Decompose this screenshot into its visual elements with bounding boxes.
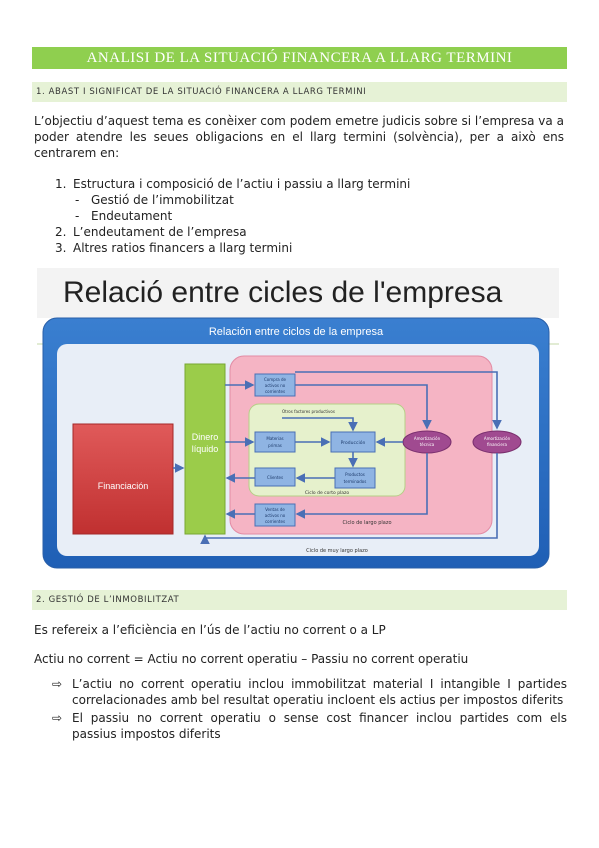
muy-largo-label: Ciclo de muy largo plazo	[306, 548, 368, 554]
financiacion-label: Financiación	[98, 481, 149, 491]
materias-box	[254, 431, 296, 453]
svg-text:Ventas de: Ventas de	[265, 507, 285, 512]
svg-text:Amortización: Amortización	[414, 436, 441, 441]
arrow-icon: ⇨	[52, 711, 63, 725]
svg-text:Clientes: Clientes	[267, 475, 283, 480]
svg-text:Productos: Productos	[345, 472, 365, 477]
bullet-operatiu-actiu: ⇨ L’actiu no corrent operatiu inclou imm…	[52, 677, 567, 707]
inner-title: Relación entre ciclos de la empresa	[209, 326, 384, 338]
largo-label: Ciclo de largo plazo	[342, 520, 391, 526]
svg-text:activos no: activos no	[265, 513, 286, 518]
svg-text:primas: primas	[268, 443, 282, 448]
dinero-label-1: Dinero	[192, 432, 219, 442]
dinero-label-2: líquido	[192, 444, 219, 454]
svg-text:Producción: Producción	[341, 439, 366, 446]
svg-text:financiera: financiera	[487, 442, 507, 447]
section-1-heading: 1. ABAST I SIGNIFICAT DE LA SITUACIÓ FIN…	[32, 82, 567, 102]
list-item: 1.Estructura i composició de l’actiu i p…	[55, 177, 411, 191]
productos-box	[334, 467, 376, 489]
svg-text:corrientes: corrientes	[265, 389, 285, 394]
financiacion-box	[72, 423, 174, 535]
section-2-paragraph-1: Es refereix a l’eficiència en l’ús de l’…	[34, 623, 386, 637]
list-item: 3.Altres ratios financers a llarg termin…	[55, 241, 293, 255]
clientes-box	[254, 467, 296, 487]
section-2-heading: 2. GESTIÓ DE L’INMOBILITZAT	[32, 590, 567, 610]
section-2-paragraph-2: Actiu no corrent = Actiu no corrent oper…	[34, 652, 469, 666]
figure-banner-title: Relació entre cicles de l'empresa	[63, 276, 503, 309]
list-item: 2.L’endeutament de l’empresa	[55, 225, 247, 239]
bullet-operatiu-passiu: ⇨ El passiu no corrent operatiu o sense …	[52, 711, 567, 741]
svg-text:técnica: técnica	[420, 442, 435, 447]
svg-text:Amortización: Amortización	[484, 436, 511, 441]
intro-paragraph: L’objectiu d’aquest tema es conèixer com…	[34, 114, 564, 160]
business-cycles-figure: Relació entre cicles de l'empresa Relaci…	[37, 268, 559, 569]
ventas-box	[254, 503, 296, 527]
corto-label: Ciclo de corto plazo	[305, 490, 350, 496]
list-item: -Gestió de l’immobilitzat	[75, 193, 234, 207]
otros-label: Otros factores productivos	[282, 409, 335, 414]
svg-text:activos no: activos no	[265, 383, 286, 388]
list-item: -Endeutament	[75, 209, 173, 223]
topics-list: 1.Estructura i composició de l’actiu i p…	[55, 176, 410, 256]
dinero-box	[184, 363, 226, 535]
document-title: ANALISI DE LA SITUACIÓ FINANCERA A LLARG…	[32, 47, 567, 69]
svg-text:Compra de: Compra de	[264, 377, 287, 382]
figure-banner	[37, 268, 559, 318]
svg-text:terminados: terminados	[344, 479, 367, 484]
arrow-icon: ⇨	[52, 677, 63, 691]
svg-text:corrientes: corrientes	[265, 519, 285, 524]
svg-text:Materias: Materias	[266, 436, 283, 441]
